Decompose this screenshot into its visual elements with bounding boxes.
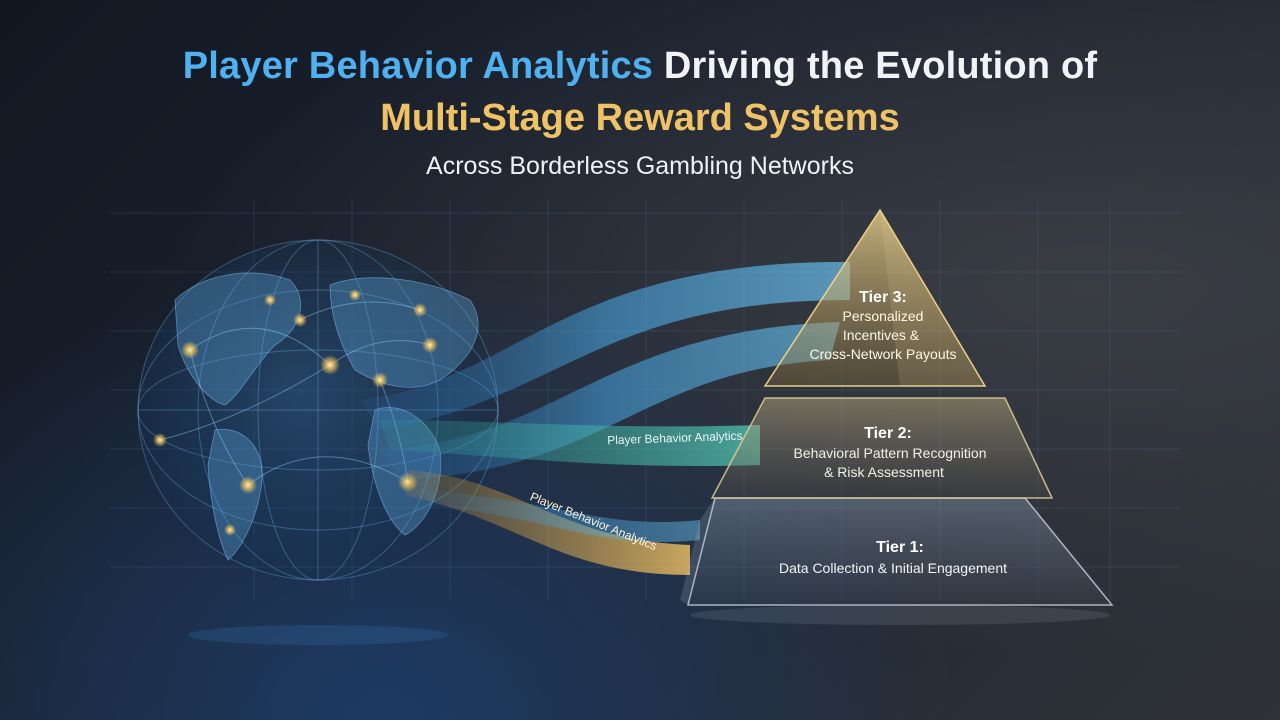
tier-1-line-1: Data Collection & Initial Engagement	[779, 560, 1007, 576]
tier-2-line-1: Behavioral Pattern Recognition	[793, 445, 986, 461]
reward-pyramid: Tier 1: Data Collection & Initial Engage…	[680, 208, 1114, 625]
title-rest: Driving the Evolution of	[653, 45, 1098, 87]
tier-2-line-2: & Risk Assessment	[824, 464, 944, 480]
stream-blue-upper	[360, 261, 850, 430]
tier-1-heading: Tier 1:	[876, 539, 924, 556]
subtitle: Across Borderless Gambling Networks	[426, 152, 854, 180]
stream-label-teal: Player Behavior Analytics	[607, 429, 743, 448]
pyramid-shadow	[690, 605, 1110, 625]
continents	[174, 272, 479, 561]
data-streams: Player Behavior Analytics Player Behavio…	[360, 261, 850, 575]
stream-blue-lower	[420, 490, 700, 542]
tier-1-block: Tier 1: Data Collection & Initial Engage…	[680, 497, 1114, 606]
globe-shadow	[188, 625, 448, 645]
main-title-line1: Player Behavior Analytics Driving the Ev…	[0, 40, 1280, 92]
tier-3-line-2: Incentives &	[843, 327, 920, 343]
tier-3-line-1: Personalized	[843, 308, 924, 324]
main-title-line2: Multi-Stage Reward Systems	[380, 97, 900, 139]
title-highlight: Player Behavior Analytics	[182, 45, 654, 87]
tier-3-heading: Tier 3:	[859, 289, 907, 306]
tier-3-block: Tier 3: Personalized Incentives & Cross-…	[763, 208, 987, 387]
tier-2-block: Tier 2: Behavioral Pattern Recognition &…	[710, 397, 1054, 499]
tier-2-heading: Tier 2:	[864, 425, 912, 442]
tier-3-line-3: Cross-Network Payouts	[809, 346, 956, 362]
stream-teal	[380, 420, 760, 467]
title-block: Player Behavior Analytics Driving the Ev…	[0, 40, 1280, 184]
